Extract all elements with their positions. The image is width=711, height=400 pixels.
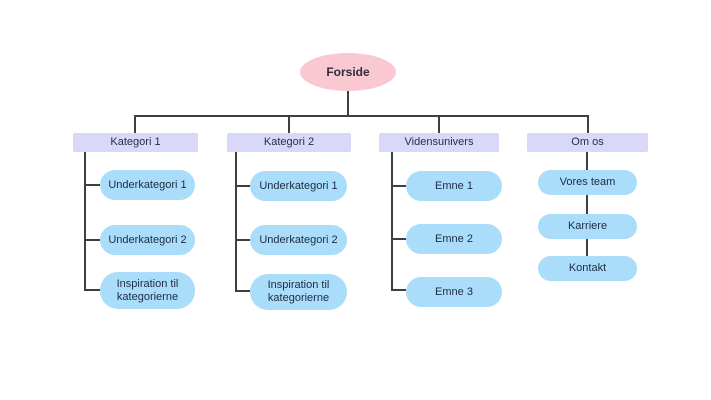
connector-trunk-col2 xyxy=(235,152,237,292)
connector-stub xyxy=(235,185,250,187)
connector-drop-omos xyxy=(587,115,589,133)
node-vidensunivers[interactable]: Vidensunivers xyxy=(379,133,499,152)
connector-seg-col4 xyxy=(586,152,588,170)
connector-root-stem xyxy=(347,91,349,116)
connector-drop-vidensunivers xyxy=(438,115,440,133)
node-kontakt[interactable]: Kontakt xyxy=(538,256,637,281)
node-label: Inspiration til kategorierne xyxy=(116,277,179,303)
node-label: Underkategori 1 xyxy=(259,179,338,192)
node-label: Kontakt xyxy=(568,262,607,274)
connector-drop-kategori1 xyxy=(134,115,136,133)
connector-trunk-col1 xyxy=(84,152,86,291)
node-underkategori2-col1[interactable]: Underkategori 2 xyxy=(100,225,195,255)
node-underkategori1-col2[interactable]: Underkategori 1 xyxy=(250,171,347,201)
node-kategori1-label: Kategori 1 xyxy=(110,136,161,148)
connector-stub xyxy=(84,289,100,291)
node-underkategori2-col2[interactable]: Underkategori 2 xyxy=(250,225,347,255)
node-label: Underkategori 2 xyxy=(259,233,338,246)
node-label: Inspiration til kategorierne xyxy=(267,279,330,304)
node-inspiration-col1[interactable]: Inspiration til kategorierne xyxy=(100,272,195,309)
node-omos[interactable]: Om os xyxy=(527,133,648,152)
node-label: Vores team xyxy=(559,176,616,188)
node-vores-team[interactable]: Vores team xyxy=(538,170,637,195)
node-underkategori1-col1[interactable]: Underkategori 1 xyxy=(100,170,195,200)
connector-top-rail xyxy=(135,115,589,117)
connector-stub xyxy=(235,290,250,292)
connector-stub xyxy=(235,239,250,241)
connector-trunk-col3 xyxy=(391,152,393,290)
node-omos-label: Om os xyxy=(571,136,604,148)
node-label: Emne 2 xyxy=(435,232,473,245)
connector-seg-col4 xyxy=(586,239,588,256)
connector-seg-col4 xyxy=(586,195,588,214)
connector-stub xyxy=(84,184,100,186)
node-vidensunivers-label: Vidensunivers xyxy=(404,136,474,148)
node-karriere[interactable]: Karriere xyxy=(538,214,637,239)
node-label: Emne 1 xyxy=(435,179,473,192)
node-kategori1[interactable]: Kategori 1 xyxy=(73,133,198,152)
node-forside[interactable]: Forside xyxy=(300,53,396,91)
node-inspiration-col2[interactable]: Inspiration til kategorierne xyxy=(250,274,347,310)
connector-stub xyxy=(391,238,406,240)
node-forside-label: Forside xyxy=(326,64,370,79)
node-label: Underkategori 1 xyxy=(108,178,187,191)
node-emne1[interactable]: Emne 1 xyxy=(406,171,502,201)
node-kategori2[interactable]: Kategori 2 xyxy=(227,133,351,152)
connector-stub xyxy=(391,289,406,291)
node-kategori2-label: Kategori 2 xyxy=(263,136,315,148)
node-label: Underkategori 2 xyxy=(108,233,187,246)
connector-drop-kategori2 xyxy=(288,115,290,133)
node-emne3[interactable]: Emne 3 xyxy=(406,277,502,307)
connector-stub xyxy=(84,239,100,241)
connector-stub xyxy=(391,185,406,187)
node-label: Karriere xyxy=(567,220,608,232)
node-emne2[interactable]: Emne 2 xyxy=(406,224,502,254)
node-label: Emne 3 xyxy=(435,285,473,298)
